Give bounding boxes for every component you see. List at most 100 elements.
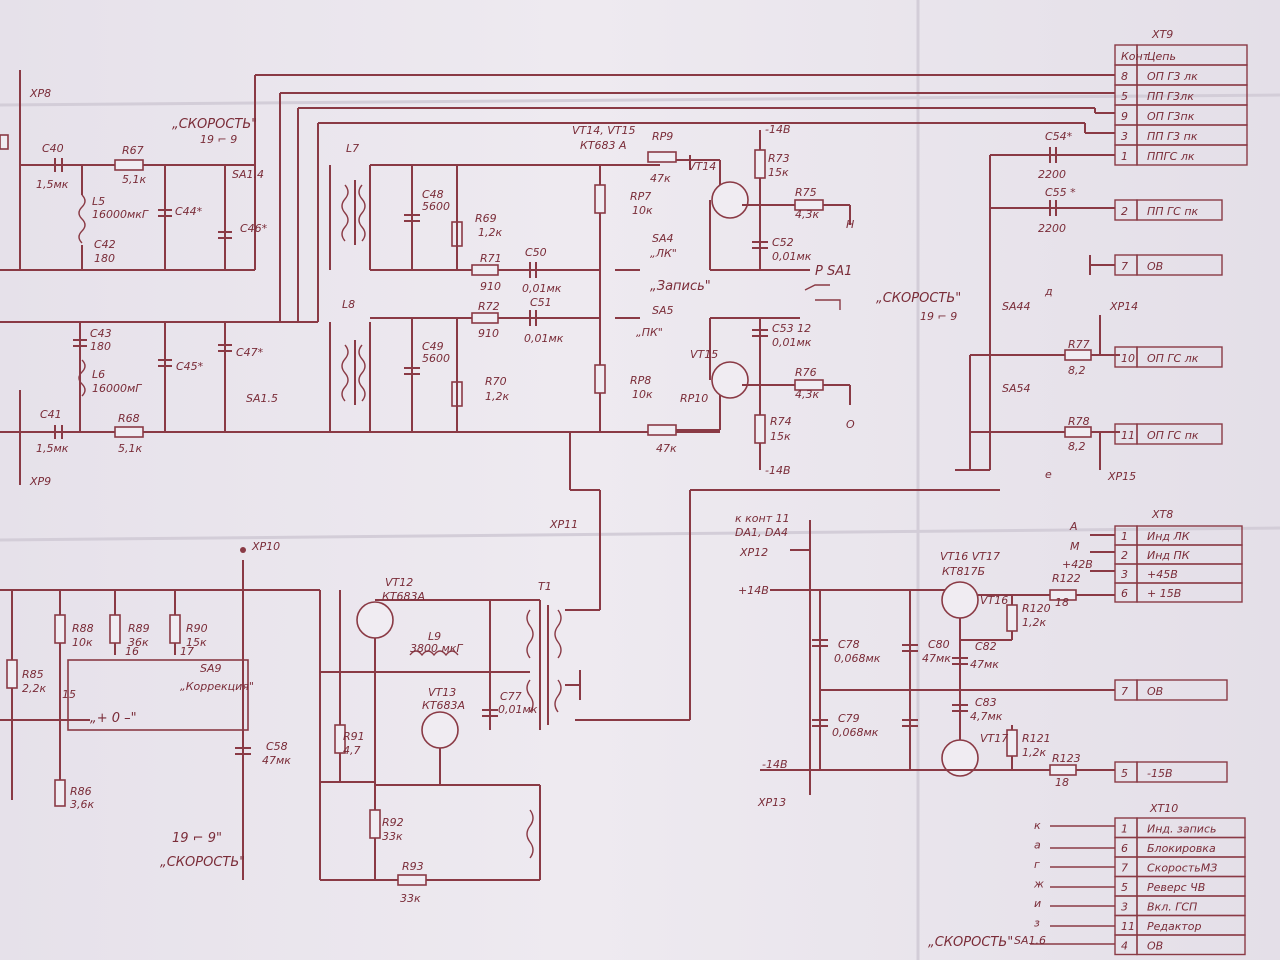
label-speed-bottom-sub: 19 ⌐ 9" [172,831,222,846]
label-r75: R75 [795,186,817,199]
label-r88: R88 [72,622,94,635]
label-xp10: XP10 [251,540,280,553]
label-r120-value: 1,2к [1022,616,1046,629]
label-rp10: RP10 [680,392,708,405]
label-r122-value: 18 [1055,596,1069,609]
xt9-extra-row-pin: 11 [1121,429,1135,442]
label-n16: 16 [125,645,139,658]
label-r121: R121 [1022,732,1051,745]
label-c77: C77 [500,690,522,703]
xt10-pin-letter: з [1034,917,1040,930]
label-l6-value: 16000мГ [92,382,142,395]
label-kkont: к конт 11 [735,512,790,525]
xt8-row-pin: 6 [1121,587,1128,600]
label-r73-value: 15к [768,166,789,179]
xt9-header-net: Цепь [1147,50,1176,63]
xt9-extra-row-net-cell [1136,346,1223,368]
label-c55: C55 * [1045,186,1076,199]
xt8-row-net: + 15В [1147,587,1181,600]
label-speed-bottom: „СКОРОСТЬ" [160,855,245,870]
label-c79: C79 [838,712,860,725]
label-r74-value: 15к [770,430,791,443]
label-xp8: XP8 [29,87,51,100]
xt8-extra-row-net-cell [1136,679,1228,701]
xt10-row-pin: 4 [1121,940,1128,953]
label-r68-value: 5,1к [118,442,142,455]
label-l8: L8 [342,298,355,311]
label-sa9: SA9 [200,662,222,675]
label-r88-value: 10к [72,636,93,649]
label-c48: C48 [422,188,444,201]
label-r75-value: 4,3к [795,208,819,221]
xt8-extra-row-pin: 5 [1121,767,1128,780]
label-e: е [1045,468,1052,481]
label-l5-value: 16000мкГ [92,208,149,221]
label-c54: C54* [1045,130,1073,143]
label-r93: R93 [402,860,424,873]
label-vt1415: VT14, VT15 [572,124,635,137]
label-c44: C44* [175,205,203,218]
label-plus14: +14В [738,584,769,597]
label-c77-value: 0,01мк [498,703,538,716]
label-c42-value: 180 [94,252,115,265]
power-wires [575,489,1000,721]
label-r90-value: 15к [186,636,207,649]
label-rp9: RP9 [652,130,673,143]
xt8-row-pin: 2 [1121,549,1128,562]
label-speed-right: „СКОРОСТЬ" [876,291,961,306]
label-zapis: „Запись" [650,279,711,294]
label-l7: L7 [346,142,359,155]
label-c47: C47* [236,346,264,359]
xt10-row-pin: 11 [1121,920,1135,933]
label-r77: R77 [1068,338,1090,351]
label-c82-value: 47мк [970,658,999,671]
label-c40: C40 [42,142,64,155]
label-r73: R73 [768,152,790,165]
label-r89: R89 [128,622,150,635]
xt10-row-pin: 6 [1121,842,1128,855]
label-c58-value: 47мк [262,754,291,767]
xt8-title: XT8 [1151,508,1173,521]
power-supply-stage [760,520,1115,795]
xt10-row-net: Блокировка [1147,842,1216,855]
left-lower-channel [19,322,232,485]
label-xp9: XP9 [29,475,51,488]
component-labels: XP8 XP9 „СКОРОСТЬ" 19 ⌐ 9 C40 1,5мк R67 … [22,87,1138,950]
label-c45: C45* [176,360,204,373]
label-xp13: XP13 [757,796,786,809]
label-c43-value: 180 [90,340,111,353]
xt9-row-net: ППГС лк [1147,150,1195,163]
label-sa15: SA1.5 [246,392,278,405]
label-r92-value: 33к [382,830,403,843]
label-r86-value: 3,6к [70,798,94,811]
xt8-row-pin: 1 [1121,530,1128,543]
label-c42: C42 [94,238,116,251]
label-c50-value: 0,01мк [522,282,562,295]
label-c52-value: 0,01мк [772,250,812,263]
right-switch-section [955,147,1120,471]
xt8-row-net: Инд ЛК [1147,530,1191,543]
label-speed-top-sub: 19 ⌐ 9 [200,133,237,146]
output-amplifier [320,590,600,886]
xt9-extra-row-net-cell [1136,199,1223,221]
label-c49-value: 5600 [422,352,450,365]
label-r70: R70 [485,375,507,388]
label-minus14-bottom: -14В [765,464,791,477]
xt10-row-pin: 1 [1121,823,1128,836]
label-vt16: VT16 [980,594,1008,607]
xt10-pin-letter: ж [1033,878,1044,891]
label-c43: C43 [90,327,112,340]
label-r85: R85 [22,668,44,681]
label-r76-value: 4,3к [795,388,819,401]
label-r90: R90 [186,622,208,635]
label-l5: L5 [92,195,105,208]
label-kt683a: КТ683 А [580,139,627,152]
label-rp7-value: 10к [632,204,653,217]
xt9-row-pin: 9 [1121,110,1128,123]
label-c58: C58 [266,740,288,753]
label-sa5-name: „ПК" [636,326,663,339]
xt10-row-net: Редактор [1147,920,1202,933]
label-r72: R72 [478,300,500,313]
